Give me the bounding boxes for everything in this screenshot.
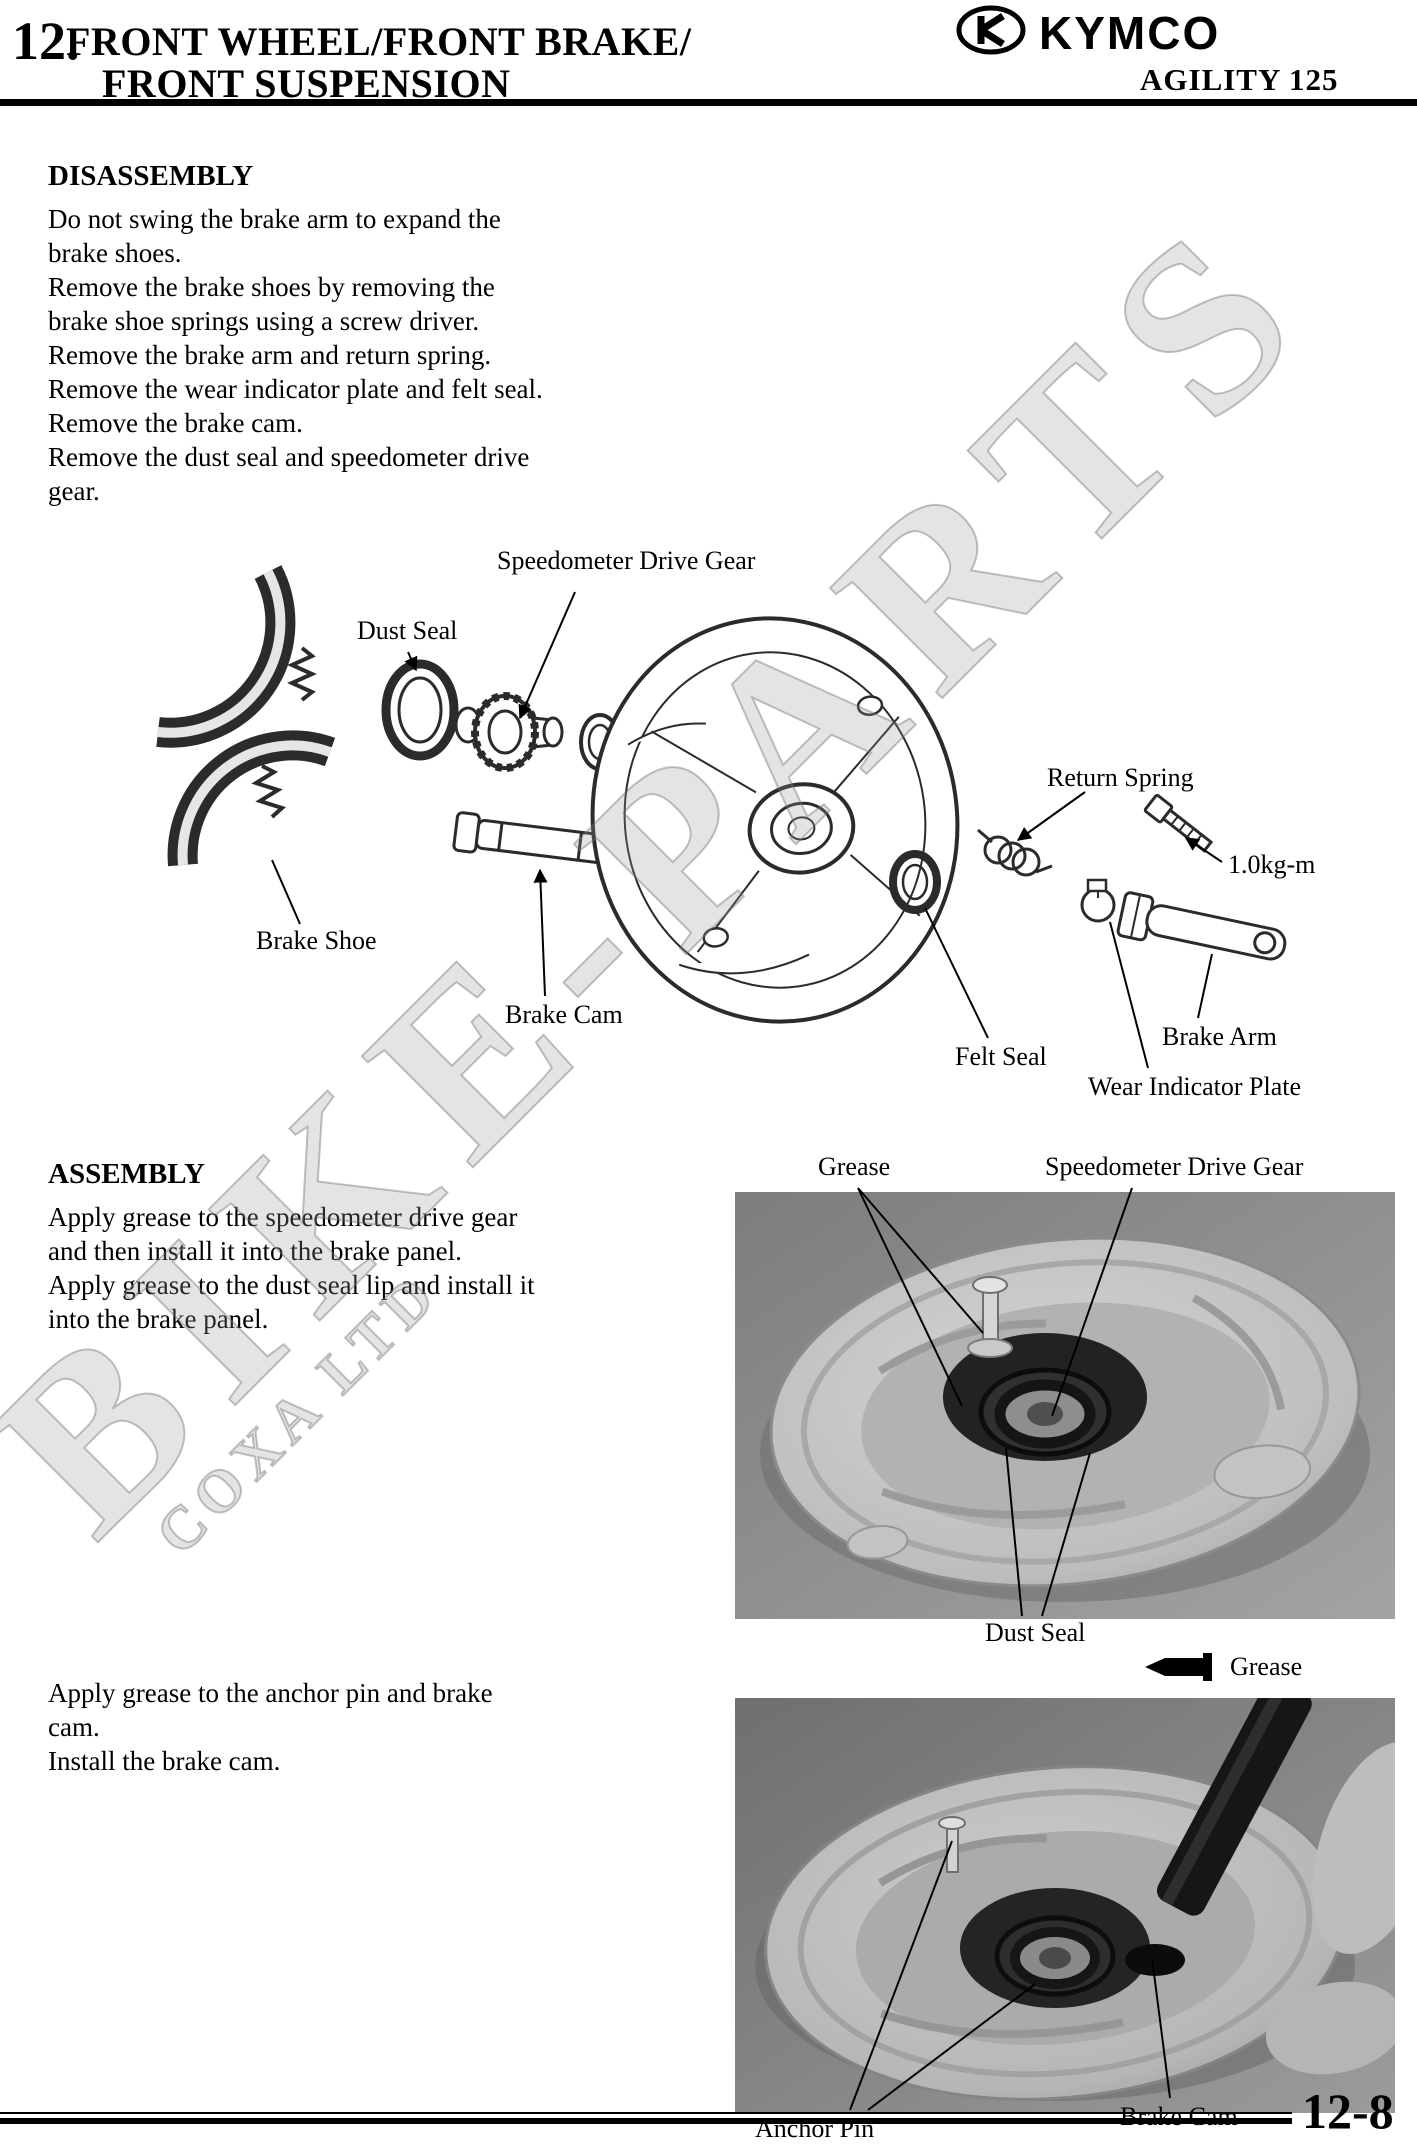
- diagram-label-brake-cam: Brake Cam: [505, 1000, 623, 1029]
- diagram-label-wear-indicator-plate: Wear Indicator Plate: [1088, 1072, 1302, 1101]
- footer-rule-thin: [0, 2112, 1292, 2114]
- text-line: Remove the wear indicator plate and felt…: [48, 374, 543, 404]
- disassembly-heading: DISASSEMBLY: [48, 160, 254, 192]
- photo-block-grease-speedo: Grease Speedometer Drive Gear: [700, 1148, 1400, 1653]
- model-name: AGILITY 125: [1140, 62, 1339, 97]
- page-number: 12-8: [1302, 2083, 1394, 2139]
- brand-logo-row: KYMCO: [955, 4, 1220, 61]
- page-title-line2: FRONT SUSPENSION: [102, 61, 511, 106]
- text-line: brake shoes.: [48, 238, 182, 268]
- diagram-label-brake-shoe: Brake Shoe: [256, 926, 377, 955]
- text-line: brake shoe springs using a screw driver.: [48, 306, 480, 336]
- assembly-paragraph-1: Apply grease to the speedometer drive ge…: [48, 1200, 698, 1336]
- diagram-label-dust-seal: Dust Seal: [357, 616, 458, 645]
- diagram-label-felt-seal: Felt Seal: [955, 1042, 1047, 1071]
- text-line: Remove the brake cam.: [48, 408, 303, 438]
- text-line: gear.: [48, 476, 100, 506]
- page-title-line1: FRONT WHEEL/FRONT BRAKE/: [66, 19, 692, 64]
- photo2-label-grease: Grease: [1230, 1652, 1303, 1681]
- footer-rule-thick: [0, 2118, 1292, 2124]
- photo-brake-cam-install: [735, 1698, 1395, 2113]
- photo-brake-panel-grease: [735, 1192, 1395, 1619]
- photo1-label-grease: Grease: [818, 1152, 891, 1181]
- photo2-label-brake-cam: Brake Cam: [1120, 2102, 1238, 2131]
- photo1-label-speedometer-drive-gear: Speedometer Drive Gear: [1045, 1152, 1304, 1181]
- text-line: Apply grease to the dust seal lip and in…: [48, 1270, 535, 1300]
- text-line: Apply grease to the speedometer drive ge…: [48, 1202, 518, 1232]
- text-line: Install the brake cam.: [48, 1746, 281, 1776]
- photo1-label-dust-seal: Dust Seal: [985, 1618, 1086, 1647]
- disassembly-paragraph: Do not swing the brake arm to expand the…: [48, 202, 688, 508]
- text-line: Remove the dust seal and speedometer dri…: [48, 442, 530, 472]
- brand-name: KYMCO: [1039, 6, 1221, 59]
- header-rule: [0, 99, 1417, 106]
- assembly-paragraph-2: Apply grease to the anchor pin and brake…: [48, 1676, 698, 1778]
- diagram-label-return-spring: Return Spring: [1047, 763, 1194, 792]
- assembly-heading: ASSEMBLY: [48, 1158, 205, 1190]
- text-line: Apply grease to the anchor pin and brake: [48, 1678, 493, 1708]
- text-line: Remove the brake arm and return spring.: [48, 340, 492, 370]
- exploded-diagram: [156, 565, 1287, 1069]
- text-line: and then install it into the brake panel…: [48, 1236, 462, 1266]
- grease-gun-icon: [1145, 1652, 1221, 1687]
- text-line: into the brake panel.: [48, 1304, 269, 1334]
- text-line: cam.: [48, 1712, 100, 1742]
- diagram-label-speedometer-drive-gear: Speedometer Drive Gear: [497, 546, 756, 575]
- text-line: Do not swing the brake arm to expand the: [48, 204, 501, 234]
- text-line: Remove the brake shoes by removing the: [48, 272, 495, 302]
- kymco-logo-icon: [955, 4, 1027, 61]
- photo-block-anchor-pin: Grease: [700, 1636, 1400, 2147]
- section-number: 12.: [12, 11, 80, 71]
- diagram-label-torque: 1.0kg-m: [1228, 850, 1316, 879]
- diagram-label-brake-arm: Brake Arm: [1162, 1022, 1277, 1051]
